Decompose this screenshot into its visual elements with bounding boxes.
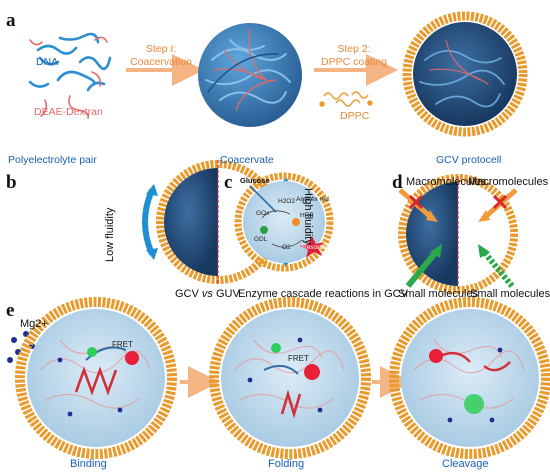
cleavage-label: Cleavage <box>442 458 489 470</box>
step2-title: Step 2: <box>337 43 371 55</box>
fret-label-binding: FRET <box>112 340 133 349</box>
block-x-left <box>408 194 424 210</box>
resorufin-burst <box>300 236 324 258</box>
panel-a <box>28 11 528 137</box>
panel-label-a: a <box>6 10 16 31</box>
resorufin-label: Resorufin <box>302 244 330 251</box>
coacervate-label: Coacervate <box>220 154 274 166</box>
h2o2-label: H2O2 <box>278 198 295 205</box>
panel-label-d: d <box>392 172 403 193</box>
small-arrow-left <box>405 250 439 288</box>
gox-label: GOx <box>256 210 270 217</box>
deae-dextran-label: DEAE-Dextran <box>34 106 103 118</box>
enzyme-cascade-label: Enzyme cascade reactions in GCV <box>238 288 408 300</box>
dppc-molecules <box>319 91 373 107</box>
gcv-text: GCV <box>175 288 202 300</box>
panel-label-c: c <box>224 172 233 193</box>
step2-subtitle: DPPC coating <box>321 56 387 68</box>
amplex-red-label: Amplex red <box>296 196 329 203</box>
dppc-label: DPPC <box>340 110 370 122</box>
small-arrow-right <box>481 250 515 288</box>
vs-text: vs <box>201 288 213 300</box>
low-fluidity-arrow <box>142 188 155 256</box>
hrp-label: HRP <box>300 212 314 219</box>
macromolecules-right-label: Macromolecules <box>468 176 549 188</box>
panel-label-b: b <box>6 172 17 193</box>
block-x-right <box>492 194 508 210</box>
low-fluidity-label: Low fluidity <box>104 207 116 262</box>
folding-label: Folding <box>268 458 305 470</box>
panel-d <box>398 174 518 294</box>
gcv-vs-guv-label: GCV vs GUV <box>175 288 240 300</box>
fret-label-folding: FRET <box>288 354 309 363</box>
panel-label-e: e <box>6 300 15 321</box>
o2-label: O2 <box>282 244 291 251</box>
protocell-cleavage <box>389 297 550 459</box>
protocell-binding <box>15 297 177 459</box>
glucose-label: Glucose <box>240 176 270 185</box>
binding-label: Binding <box>70 458 107 470</box>
dna-label: DNA <box>36 56 59 68</box>
step1-label: Step I: Coacervation <box>128 43 194 69</box>
mg-ion-label: Mg2+ <box>20 318 48 330</box>
macromolecules-left-label: Macromolecules <box>406 176 487 188</box>
step1-subtitle: Coacervation <box>130 56 192 68</box>
small-molecules-right-label: Small molecules <box>470 288 550 300</box>
gcv-protocell-label: GCV protocell <box>436 154 502 166</box>
protocell-folding <box>209 297 371 459</box>
gdl-label: GDL <box>254 236 268 243</box>
polyelectrolyte-pair-label: Polyelectrolyte pair <box>8 154 97 166</box>
panel-c <box>234 172 334 272</box>
step2-label: Step 2: DPPC coating <box>316 43 392 69</box>
panel-e <box>7 297 550 459</box>
small-molecules-left-label: Small molecules <box>398 288 479 300</box>
guv-text: GUV <box>212 288 240 300</box>
step1-title: Step I: <box>145 43 177 55</box>
gcv-protocell <box>402 11 528 137</box>
coacervate-sphere <box>198 23 302 127</box>
glucose-arrow <box>249 185 277 213</box>
polyelectrolyte-strands <box>28 32 112 119</box>
gcv-half <box>164 168 218 276</box>
